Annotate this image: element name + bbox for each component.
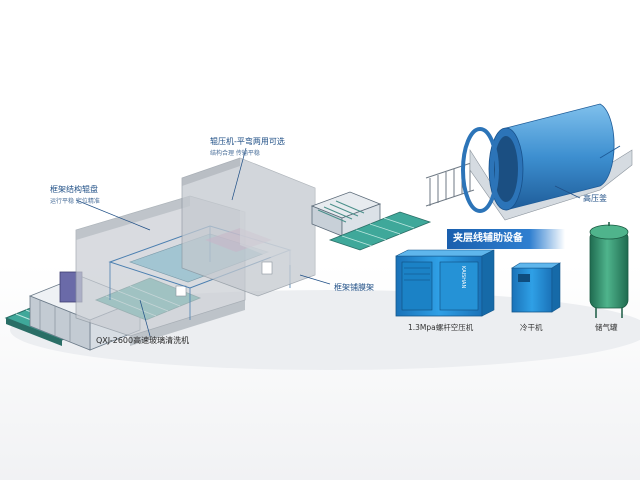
compressor-brand: KAISHAN	[460, 266, 466, 289]
press-machine	[310, 191, 382, 237]
autoclave-leader-line	[554, 185, 581, 199]
tank-label: 储气罐	[595, 323, 618, 332]
press-machine-subtitle: 结构合理 传输平稳	[210, 150, 260, 157]
refrigerated-dryer	[510, 262, 562, 313]
press-conveyor	[328, 211, 432, 251]
washer-label: QXJ-2600高速玻璃清洗机	[96, 336, 190, 345]
aux-equipment-banner: 夹层线辅助设备	[447, 229, 565, 249]
frame-heating-title: 框架结构辊盘	[50, 185, 98, 194]
press-machine-title: 辊压机-平弯两用可选	[210, 137, 285, 146]
washer-leader-line	[139, 299, 151, 337]
dryer-label: 冷干机	[520, 323, 543, 332]
press-enclosure	[181, 157, 316, 297]
frame-heating-leader-line	[75, 199, 151, 231]
autoclave-label: 高压釜	[583, 194, 607, 203]
autoclave-door	[461, 127, 499, 213]
autoclave	[461, 103, 633, 221]
screw-compressor	[395, 249, 495, 317]
air-storage-tank	[589, 222, 629, 318]
clean-room-door	[175, 285, 187, 297]
autoclave-shell	[505, 103, 615, 211]
layup-leader-line	[299, 274, 331, 285]
compressor-label: 1.3Mpa螺杆空压机	[408, 323, 474, 332]
frame-layup-label: 框架铺膜架	[334, 283, 374, 292]
frame-heating-subtitle: 运行平稳 定位精准	[50, 198, 100, 205]
press-leader-line	[231, 147, 247, 201]
